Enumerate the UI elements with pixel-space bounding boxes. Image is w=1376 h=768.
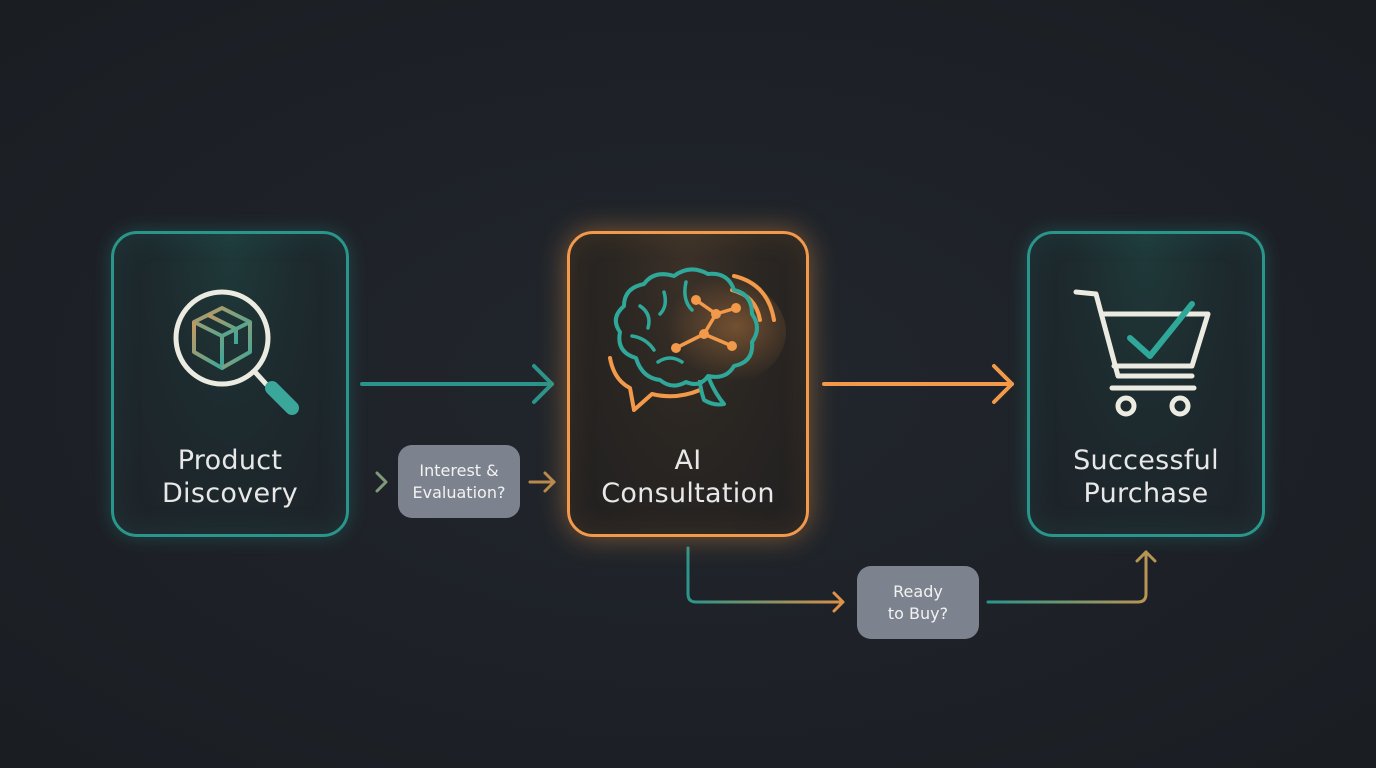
arrow-out-of-interest <box>528 471 556 493</box>
arrow-into-interest <box>358 471 388 493</box>
package-search-icon <box>173 289 299 415</box>
node-label: AI Consultation <box>570 444 806 510</box>
arrow-consultation-to-purchase <box>822 364 1014 404</box>
decision-label-line1: Ready <box>893 581 943 601</box>
arrow-discovery-to-consultation <box>360 364 554 404</box>
arrow-ready-to-purchase <box>986 550 1157 604</box>
node-label-line1: Product <box>177 445 283 476</box>
node-successful-purchase: Successful Purchase <box>1027 231 1265 537</box>
brain-chat-icon <box>608 267 786 412</box>
node-label: Product Discovery <box>114 444 346 510</box>
decision-label-line1: Interest & <box>419 460 499 480</box>
node-label-line2: Discovery <box>161 478 299 509</box>
arrow-consultation-to-ready <box>686 546 845 613</box>
shopping-cart-check-icon <box>1073 289 1211 417</box>
decision-interest-evaluation: Interest & Evaluation? <box>398 445 520 518</box>
node-label-line1: AI <box>674 445 702 476</box>
node-product-discovery: Product Discovery <box>111 231 349 537</box>
node-ai-consultation: AI Consultation <box>567 231 809 537</box>
decision-label-line2: Evaluation? <box>412 482 506 502</box>
node-label-line2: Purchase <box>1083 478 1209 509</box>
node-label: Successful Purchase <box>1030 444 1262 510</box>
node-label-line2: Consultation <box>601 478 775 509</box>
decision-label-line2: to Buy? <box>887 603 949 623</box>
node-label-line1: Successful <box>1073 445 1219 476</box>
decision-ready-to-buy: Ready to Buy? <box>857 566 979 639</box>
